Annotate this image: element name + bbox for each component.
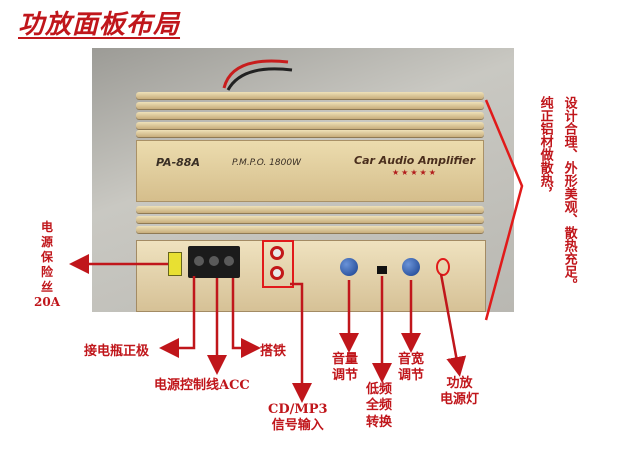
fuse-label: 电 源 保 险 丝 20A <box>34 220 61 309</box>
power-terminal-block <box>188 246 240 278</box>
bass-switch-label: 低频 全频 转换 <box>366 382 393 430</box>
volume-label: 音量 调节 <box>332 352 359 384</box>
ground-label: 搭铁 <box>260 344 287 359</box>
rca-jack-icon <box>270 246 284 260</box>
heatsink-fin <box>136 206 484 213</box>
heatsink-fin <box>136 102 484 109</box>
bass-switch[interactable] <box>377 266 387 274</box>
side-text-col2: 纯正铝材做散热， <box>537 96 553 200</box>
amplifier-photo: PA-88A P.M.P.O. 1800W Car Audio Amplifie… <box>92 48 514 312</box>
battery-positive-label: 接电瓶正极 <box>84 344 150 359</box>
acc-label: 电源控制线ACC <box>154 378 250 393</box>
page-title: 功放面板布局 <box>18 10 181 40</box>
heatsink-fin <box>136 226 484 233</box>
width-label: 音宽 调节 <box>398 352 425 384</box>
power-led-icon <box>436 258 450 276</box>
fuse-icon <box>168 252 182 276</box>
top-plate <box>136 140 484 202</box>
heatsink-fin <box>136 112 484 119</box>
heatsink-fin <box>136 92 484 99</box>
rating-stars: ★★★★★ <box>392 168 438 177</box>
signal-input-label: CD/MP3 信号输入 <box>268 402 328 434</box>
heatsink-fin <box>136 122 484 129</box>
power-led-label: 功放 电源灯 <box>440 376 480 408</box>
rca-jack-icon <box>270 266 284 280</box>
power-wires <box>222 59 293 91</box>
volume-knob[interactable] <box>340 258 358 276</box>
brand-label: Car Audio Amplifier <box>354 154 476 167</box>
rca-input-box <box>262 240 294 288</box>
width-knob[interactable] <box>402 258 420 276</box>
heatsink-fin <box>136 130 484 137</box>
pmpo-label: P.M.P.O. 1800W <box>232 158 301 168</box>
side-bracket <box>484 99 524 321</box>
heatsink-fin <box>136 216 484 223</box>
side-text-col1: 设计合理、外形美观、散热充足。 <box>561 96 577 291</box>
model-label: PA-88A <box>156 156 200 169</box>
